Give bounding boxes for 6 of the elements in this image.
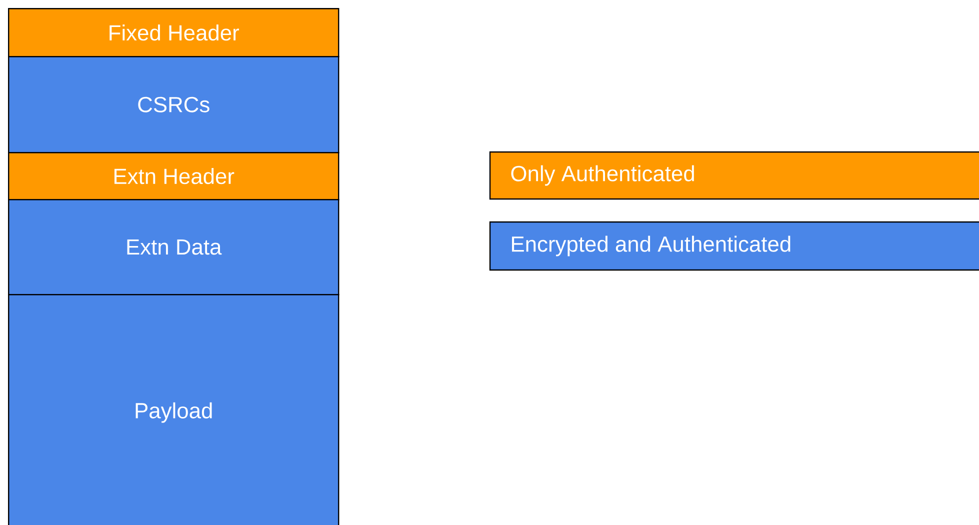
field-box: Fixed Header [8,8,340,58]
field-box: Extn Data [8,199,340,296]
legend-label: Encrypted and Authenticated [512,236,790,256]
field-box: CSRCs [8,56,340,154]
legend-label: Only Authenticated [511,165,694,186]
field-box: Extn Header [8,152,340,200]
